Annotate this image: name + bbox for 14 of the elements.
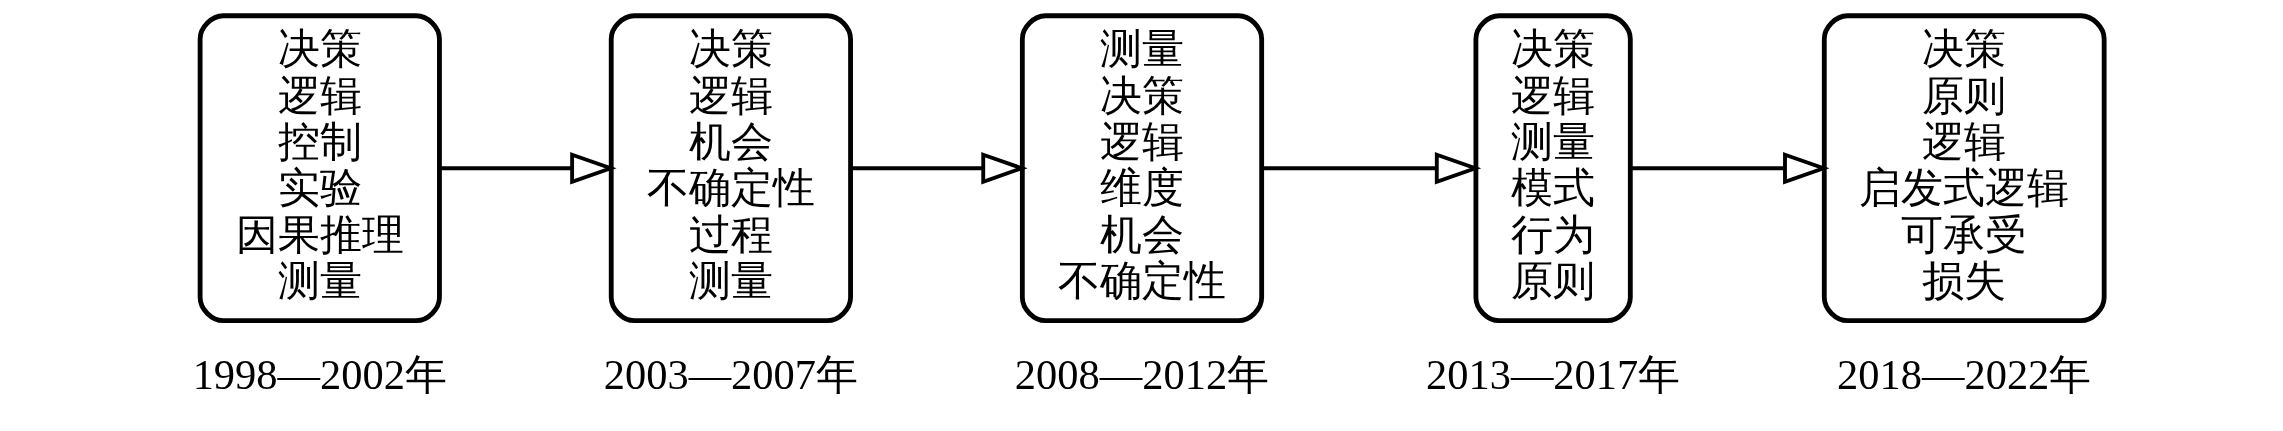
node-box: 决策 原则 逻辑 启发式逻辑 可承受 损失 (1821, 13, 2107, 324)
node-box: 决策 逻辑 测量 模式 行为 原则 (1473, 13, 1633, 324)
arrow (1630, 151, 1829, 185)
node-box: 决策 逻辑 控制 实验 因果推理 测量 (197, 13, 442, 324)
arrow (439, 151, 617, 185)
node-label: 1998—2002年 (192, 351, 447, 399)
node-label: 2013—2017年 (1425, 351, 1680, 399)
arrow (1261, 151, 1481, 185)
node-label: 2003—2007年 (603, 351, 858, 399)
node-label: 2008—2012年 (1014, 351, 1269, 399)
arrow (850, 151, 1028, 185)
node-box: 决策 逻辑 机会 不确定性 过程 测量 (608, 13, 853, 324)
node-box: 测量 决策 逻辑 维度 机会 不确定性 (1019, 13, 1264, 324)
node-label: 2018—2022年 (1836, 351, 2091, 399)
